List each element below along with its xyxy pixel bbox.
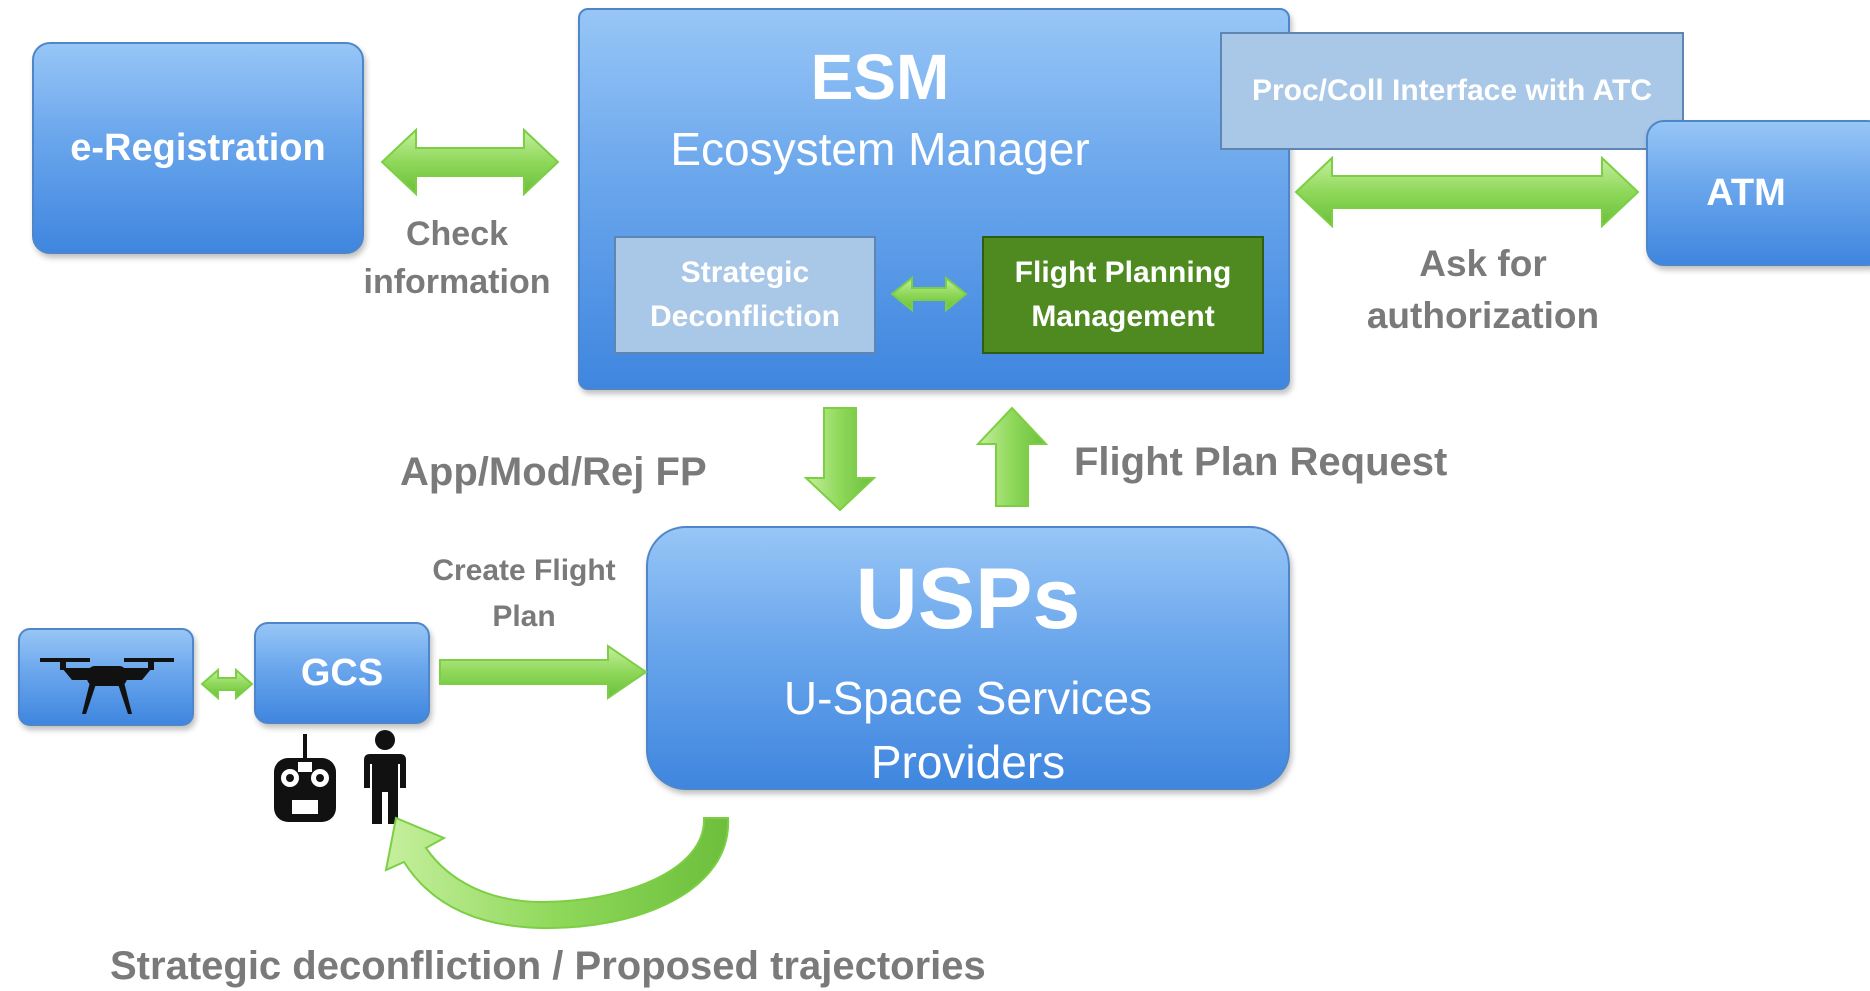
create-flight-plan-arrow — [439, 644, 648, 700]
gcs-label: GCS — [300, 651, 384, 694]
drone-icon — [40, 658, 174, 714]
create-flight-plan-label: Create Flight Plan — [432, 554, 616, 633]
usps-box: USPs U-Space Services Providers — [646, 526, 1290, 790]
strategic-deconfliction-label: Strategic Deconfliction — [649, 256, 840, 333]
proposed-trajectories-arrow — [384, 816, 730, 930]
drone-gcs-arrow — [200, 667, 254, 701]
flight-plan-request-label: Flight Plan Request — [1074, 440, 1448, 484]
usps-title: USPs — [855, 551, 1081, 647]
esm-title: ESM — [810, 41, 950, 113]
check-information-arrow — [380, 127, 560, 197]
flight-planning-label: Flight Planning Management — [1014, 256, 1232, 333]
app-mod-rej-label: App/Mod/Rej FP — [400, 450, 707, 494]
strategic-proposed-label: Strategic deconfliction / Proposed traje… — [110, 944, 986, 988]
strategic-deconfliction-box: Strategic Deconfliction — [614, 236, 876, 354]
esm-subtitle: Ecosystem Manager — [670, 123, 1090, 175]
ask-authorization-arrow — [1294, 155, 1640, 229]
request-up-arrow — [975, 406, 1049, 507]
internal-exchange-arrow — [890, 275, 968, 313]
flight-planning-management-box: Flight Planning Management — [982, 236, 1264, 354]
person-icon — [364, 730, 406, 824]
atm-box: ATM — [1646, 120, 1870, 266]
ask-authorization-label: Ask for authorization — [1366, 243, 1600, 336]
e-registration-box: e-Registration — [32, 42, 364, 254]
remote-controller-icon — [274, 734, 336, 822]
proc-coll-label: Proc/Coll Interface with ATC — [1251, 74, 1653, 107]
check-information-label: Check information — [363, 215, 551, 301]
e-registration-label: e-Registration — [70, 126, 326, 169]
drone-box — [18, 628, 194, 726]
gcs-box: GCS — [254, 622, 430, 724]
proc-coll-interface-box: Proc/Coll Interface with ATC — [1220, 32, 1684, 150]
atm-label: ATM — [1706, 171, 1786, 214]
usps-subtitle: U-Space Services Providers — [783, 672, 1153, 788]
approve-down-arrow — [803, 407, 877, 512]
